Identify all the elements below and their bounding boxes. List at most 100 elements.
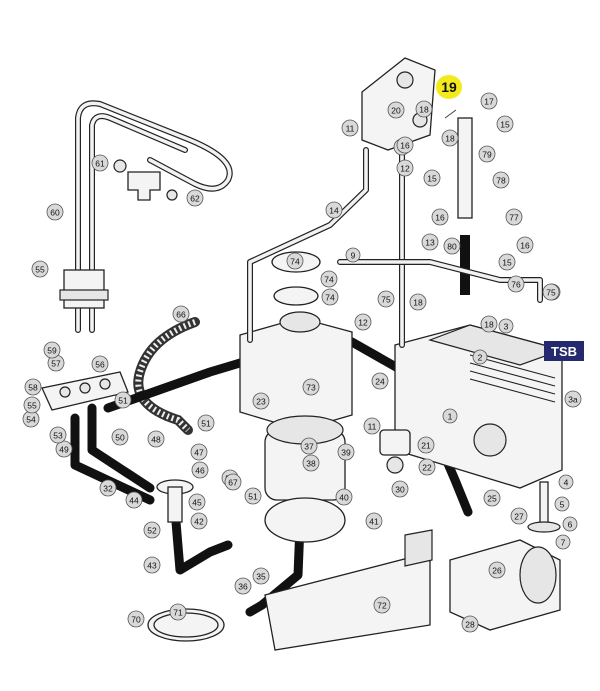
svg-text:16: 16 xyxy=(400,141,410,151)
callout-7: 7 xyxy=(555,534,571,550)
svg-text:22: 22 xyxy=(422,463,432,473)
callout-51: 51 xyxy=(244,487,262,505)
callout-77: 77 xyxy=(505,208,523,226)
svg-text:38: 38 xyxy=(306,459,316,469)
svg-text:17: 17 xyxy=(484,97,494,107)
svg-text:39: 39 xyxy=(341,448,351,458)
callout-15: 15 xyxy=(498,253,516,271)
callout-21: 21 xyxy=(417,436,435,454)
svg-text:43: 43 xyxy=(147,561,157,571)
callout-54: 54 xyxy=(22,410,40,428)
callout-74: 74 xyxy=(320,270,338,288)
svg-text:24: 24 xyxy=(375,377,385,387)
svg-text:45: 45 xyxy=(192,498,202,508)
svg-text:18: 18 xyxy=(413,298,423,308)
callout-5: 5 xyxy=(554,496,570,512)
svg-text:60: 60 xyxy=(50,208,60,218)
callout-56: 56 xyxy=(91,355,109,373)
tsb-badge: TSB xyxy=(544,341,584,361)
callout-62: 62 xyxy=(186,189,204,207)
callout-44: 44 xyxy=(125,491,143,509)
svg-text:55: 55 xyxy=(35,265,45,275)
svg-text:40: 40 xyxy=(339,493,349,503)
base-plate-56 xyxy=(41,371,129,411)
svg-text:15: 15 xyxy=(427,174,437,184)
callout-78: 78 xyxy=(492,171,510,189)
svg-text:2: 2 xyxy=(478,353,483,363)
callout-58: 58 xyxy=(24,378,42,396)
svg-text:16: 16 xyxy=(520,241,530,251)
svg-text:14: 14 xyxy=(329,206,339,216)
hose-36 xyxy=(245,520,305,617)
svg-text:41: 41 xyxy=(369,517,379,527)
callout-74: 74 xyxy=(286,252,304,270)
svg-text:54: 54 xyxy=(26,415,36,425)
tubes-13-14 xyxy=(247,147,543,348)
tank-1 xyxy=(394,324,565,489)
svg-text:75: 75 xyxy=(546,288,556,298)
svg-text:3a: 3a xyxy=(568,395,578,405)
hose-upper xyxy=(103,355,255,413)
callout-43: 43 xyxy=(143,556,161,574)
callout-66: 66 xyxy=(172,305,190,323)
callout-55: 55 xyxy=(23,396,41,414)
callout-9: 9 xyxy=(345,247,361,263)
callout-37: 37 xyxy=(300,437,318,455)
svg-text:76: 76 xyxy=(511,280,521,290)
callout-53: 53 xyxy=(49,426,67,444)
ring-71 xyxy=(147,608,225,642)
hose-49 xyxy=(70,413,155,505)
svg-text:16: 16 xyxy=(435,213,445,223)
callout-15: 15 xyxy=(423,169,441,187)
fitting-62 xyxy=(113,159,178,201)
svg-text:18: 18 xyxy=(484,320,494,330)
callout-11: 11 xyxy=(341,119,359,137)
callout-32: 32 xyxy=(99,479,117,497)
callout-76: 76 xyxy=(507,275,525,293)
svg-text:11: 11 xyxy=(346,124,355,134)
frame-tube-59 xyxy=(75,100,233,333)
svg-text:77: 77 xyxy=(509,213,519,223)
callout-55: 55 xyxy=(31,260,49,278)
svg-text:7: 7 xyxy=(561,538,566,548)
svg-text:30: 30 xyxy=(395,485,405,495)
svg-text:44: 44 xyxy=(129,496,139,506)
callout-71: 71 xyxy=(169,603,187,621)
callout-49: 49 xyxy=(55,440,73,458)
callout-41: 41 xyxy=(365,512,383,530)
svg-text:3: 3 xyxy=(504,322,509,332)
svg-text:75: 75 xyxy=(381,295,391,305)
callout-28: 28 xyxy=(461,615,479,633)
svg-text:9: 9 xyxy=(351,251,356,261)
callout-72: 72 xyxy=(373,596,391,614)
svg-text:53: 53 xyxy=(53,431,63,441)
svg-text:28: 28 xyxy=(465,620,475,630)
callout-17: 17 xyxy=(480,92,498,110)
pump-26 xyxy=(449,539,561,631)
svg-text:23: 23 xyxy=(256,397,266,407)
svg-text:51: 51 xyxy=(201,419,211,429)
callout-70: 70 xyxy=(127,610,145,628)
svg-text:1: 1 xyxy=(448,412,453,422)
callout-79: 79 xyxy=(478,145,496,163)
callout-35: 35 xyxy=(252,567,270,585)
callout-18: 18 xyxy=(409,293,427,311)
callout-3: 3 xyxy=(498,318,514,334)
callout-74: 74 xyxy=(321,288,339,306)
svg-text:26: 26 xyxy=(492,566,502,576)
svg-text:51: 51 xyxy=(248,492,258,502)
callout-75: 75 xyxy=(377,290,395,308)
callout-39: 39 xyxy=(337,443,355,461)
svg-text:20: 20 xyxy=(391,106,401,116)
frame-72 xyxy=(264,529,433,651)
svg-text:56: 56 xyxy=(95,360,105,370)
svg-text:32: 32 xyxy=(103,484,113,494)
svg-text:59: 59 xyxy=(47,346,57,356)
callout-11: 11 xyxy=(363,417,381,435)
callout-67: 67 xyxy=(224,473,242,491)
svg-text:67: 67 xyxy=(228,478,238,488)
svg-text:61: 61 xyxy=(95,159,105,169)
callout-27: 27 xyxy=(510,507,528,525)
callout-12: 12 xyxy=(354,313,372,331)
